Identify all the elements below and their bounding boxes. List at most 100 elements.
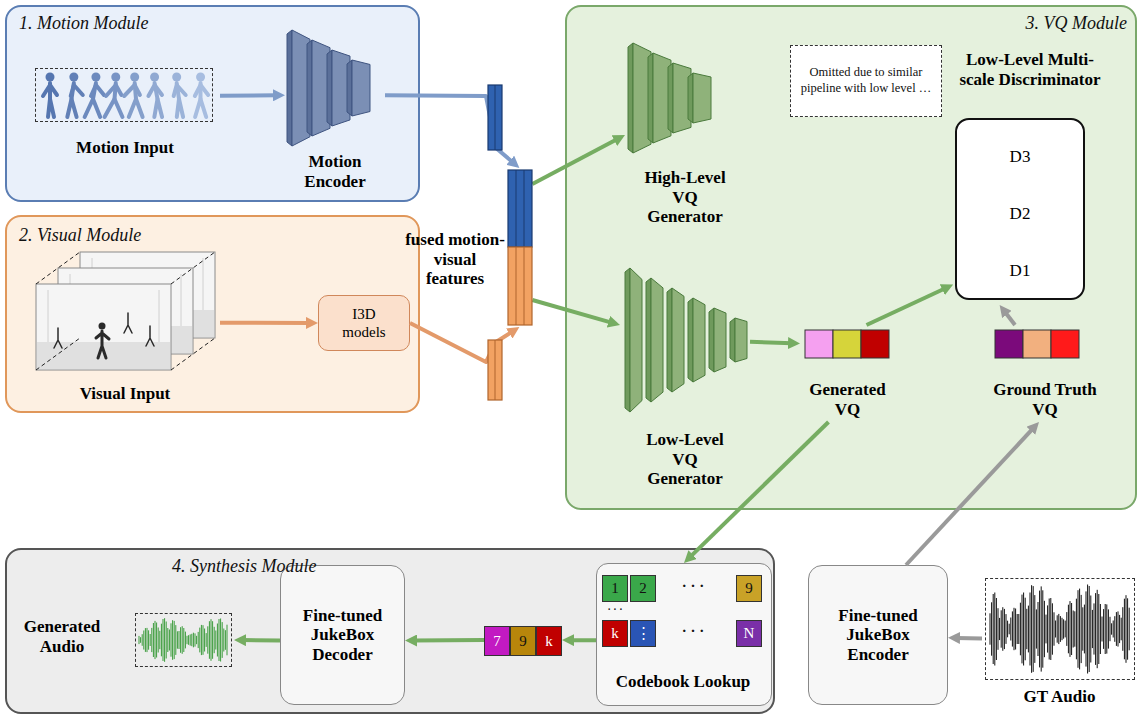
module-panel: Visual Input I3D models 2. Visual Module — [5, 215, 420, 413]
node-label: Codebook Lookup — [597, 672, 769, 692]
text-slot: 4. Synthesis Module — [172, 556, 412, 577]
text-slot: Motion Encoder — [285, 152, 385, 191]
discriminator: D3D2D1 Low-Level Multi-scale Discriminato… — [950, 50, 1110, 305]
fused-features: fused motion-visual features — [405, 168, 535, 327]
vq-generator: High-Level VQ Generator — [625, 40, 745, 230]
text-slot: High-Level VQ Generator — [635, 168, 735, 227]
text-slot: GT Audio — [982, 687, 1137, 707]
text-slot: 3. VQ Module — [957, 13, 1127, 34]
node-label: D2 — [985, 204, 1055, 224]
text-slot: 2 — [630, 575, 656, 602]
token-cell-label: N — [736, 620, 762, 647]
token-cell-label: k — [536, 626, 562, 656]
feature-divider — [516, 170, 517, 247]
token-cell-label: 9 — [510, 626, 536, 656]
codebook-box: 12· · ·9· · ·k⋮· · ·NCodebook Lookup — [596, 563, 772, 706]
note-box: Omitted due to similar pipeline with low… — [790, 45, 942, 117]
node-label: 4. Synthesis Module — [172, 556, 412, 577]
text-slot: Generated Audio — [12, 617, 112, 656]
node-label: · · · — [665, 578, 721, 595]
text-slot: 9 — [736, 575, 762, 602]
node-label: High-Level VQ Generator — [635, 168, 735, 227]
node-label: fused motion-visual features — [405, 230, 505, 289]
audio-input: GT Audio — [982, 575, 1137, 713]
vq-generator: Low-Level VQ Generator — [620, 262, 750, 472]
node-label: Generated VQ — [800, 380, 895, 419]
module-panel: Generated Audio Fine-tuned JukeBox Decode… — [5, 548, 775, 714]
node-label: 1. Motion Module — [19, 13, 239, 34]
text-slot: Low-Level Multi-scale Discriminator — [950, 50, 1110, 89]
node-label: Fine-tuned JukeBox Encoder — [837, 606, 919, 665]
feature-block — [488, 340, 502, 400]
motion-encoder: Motion Encoder — [285, 28, 385, 196]
token-cell-label: k — [602, 620, 628, 647]
module-panel: High-Level VQ Generator Omitted due to si… — [565, 5, 1137, 510]
text-slot: Low-Level VQ Generator — [635, 430, 735, 489]
feature-divider — [495, 85, 496, 150]
node-label: Ground Truth VQ — [985, 380, 1105, 419]
audio-output: Generated Audio — [12, 605, 234, 675]
text-slot: ⋮ — [630, 620, 656, 647]
dashed-frame — [985, 578, 1135, 680]
visual-input: Visual Input — [30, 250, 220, 408]
node-label: Low-Level Multi-scale Discriminator — [950, 50, 1110, 89]
text-slot: · · · — [665, 623, 721, 640]
text-slot: 1 — [602, 575, 628, 602]
node-label: 2. Visual Module — [19, 225, 239, 246]
token-cell-label: 7 — [484, 626, 510, 656]
flow-arrow — [956, 636, 982, 641]
node-label: Motion Encoder — [285, 152, 385, 191]
encoder-box: Fine-tuned JukeBox Encoder — [808, 565, 948, 705]
text-slot: N — [736, 620, 762, 647]
text-slot: Generated VQ — [800, 380, 895, 419]
text-slot: · · · — [665, 578, 721, 595]
dashed-frame — [35, 68, 213, 122]
token-cell-label: ⋮ — [630, 620, 656, 647]
text-slot: Codebook Lookup — [597, 672, 769, 692]
feature-block — [508, 170, 532, 247]
node-label: D3 — [985, 147, 1055, 167]
fused-feature-bar — [508, 170, 532, 247]
fused-feature-bar — [508, 247, 532, 325]
process-box: I3D models — [318, 295, 410, 351]
token-cell-label: 1 — [602, 575, 628, 602]
motion-feature-bar — [488, 85, 502, 150]
text-slot: · · · — [602, 605, 628, 615]
text-slot: 1. Motion Module — [19, 13, 239, 34]
text-slot: fused motion-visual features — [405, 230, 505, 289]
text-slot: k — [536, 626, 562, 656]
node-label: · · · — [665, 623, 721, 640]
feature-divider — [524, 170, 525, 247]
node-label: 3. VQ Module — [957, 13, 1127, 34]
dashed-frame — [135, 613, 232, 667]
token-cell-label: 9 — [736, 575, 762, 602]
motion-input: Motion Input — [30, 66, 220, 162]
node-label: GT Audio — [982, 687, 1137, 707]
feature-block — [508, 247, 532, 325]
ground-truth-waveform — [990, 585, 1129, 674]
node-label: Fine-tuned JukeBox Decoder — [302, 606, 384, 665]
text-slot: 2. Visual Module — [19, 225, 239, 246]
text-slot: 9 — [510, 626, 536, 656]
text-slot: Visual Input — [30, 384, 220, 404]
visual-feature-bar — [488, 340, 502, 400]
token-cell-label: 2 — [630, 575, 656, 602]
text-slot: k — [602, 620, 628, 647]
module-panel: Motion InputMotion Encoder 1. Motion Modu… — [5, 5, 420, 202]
vq-tokens: Generated VQ — [800, 325, 895, 422]
node-label: Visual Input — [30, 384, 220, 404]
node-label: Generated Audio — [12, 617, 112, 656]
feature-block — [488, 85, 502, 150]
text-slot: Motion Input — [30, 138, 220, 158]
node-label: Motion Input — [30, 138, 220, 158]
text-slot: Ground Truth VQ — [985, 380, 1105, 419]
text-slot: 7 — [484, 626, 510, 656]
vq-tokens: Ground Truth VQ — [985, 325, 1105, 422]
node-label: D1 — [985, 261, 1055, 281]
flow-arrow — [410, 323, 513, 362]
node-label: Omitted due to similar pipeline with low… — [796, 65, 936, 96]
feature-divider — [516, 247, 517, 325]
node-label: · · · — [602, 605, 628, 615]
node-label: I3D models — [334, 305, 394, 341]
